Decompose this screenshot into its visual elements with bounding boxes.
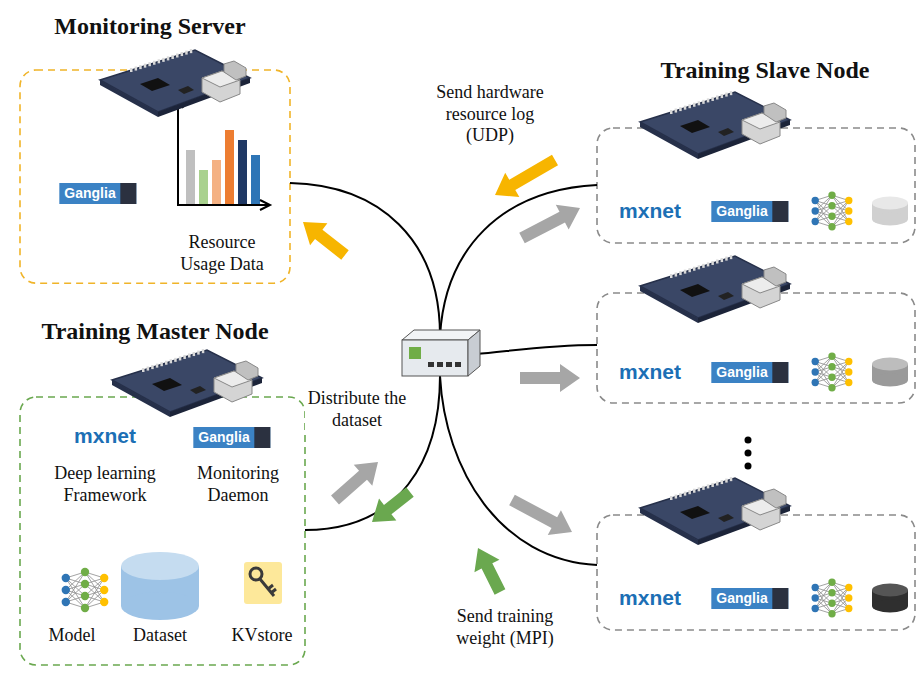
dashed-group-outline	[597, 515, 915, 630]
node-heading: Training Slave Node	[661, 56, 870, 85]
key-icon	[244, 562, 282, 604]
ganglia-logo-text: Ganglia	[711, 588, 788, 609]
network-cable	[305, 376, 440, 530]
flow-arrow	[372, 487, 414, 522]
node-label: Model	[49, 625, 96, 647]
node-box: Monitoring ServerGangliaResource Usage D…	[20, 70, 290, 283]
flow-label: Distribute the dataset	[305, 388, 409, 431]
database-cylinder	[872, 584, 908, 613]
board-computer-icon	[100, 49, 250, 117]
node-label: KVstore	[232, 625, 293, 647]
node-box: Training Slave NodemxnetGanglia	[597, 128, 915, 243]
database-cylinder	[872, 358, 908, 387]
dashed-group-outline	[597, 128, 915, 243]
node-box: mxnet Ganglia	[597, 293, 915, 403]
network-cable	[440, 376, 597, 565]
mxnet-logo-text: mxnet	[74, 423, 136, 448]
network-switch	[402, 330, 480, 376]
ganglia-logo-text: Ganglia	[711, 362, 788, 383]
flow-arrow	[303, 222, 349, 260]
ellipsis-dot	[745, 450, 752, 457]
flow-arrow	[509, 495, 572, 535]
node-box: Training Master NodemxnetDeep learning F…	[20, 397, 305, 665]
ellipsis-dot	[745, 463, 752, 470]
network-cable	[440, 185, 597, 336]
flow-arrow	[331, 462, 378, 504]
neural-network-icon	[812, 192, 853, 231]
node-heading: Monitoring Server	[54, 12, 245, 41]
board-computer-icon	[640, 477, 790, 545]
mxnet-logo-text: mxnet	[619, 585, 681, 610]
ganglia-logo-text: Ganglia	[711, 201, 788, 222]
mxnet-logo-text: mxnet	[619, 198, 681, 223]
node-label: Deep learning Framework	[35, 463, 175, 506]
dashed-group-outline	[597, 293, 915, 403]
node-label: Dataset	[133, 625, 187, 647]
node-label: Monitoring Daemon	[183, 463, 293, 506]
ganglia-logo-text: Ganglia	[193, 427, 270, 448]
flow-arrow	[520, 364, 580, 392]
flow-label: Send training weight (MPI)	[443, 606, 567, 649]
neural-network-icon	[812, 353, 853, 392]
bar-chart-icon	[173, 98, 270, 210]
flow-arrow	[474, 548, 505, 595]
database-cylinder	[121, 552, 199, 620]
board-computer-icon	[112, 349, 262, 417]
node-label: Resource Usage Data	[167, 232, 277, 275]
board-computer-icon	[640, 255, 790, 323]
neural-network-icon	[812, 579, 853, 618]
network-cable	[476, 345, 597, 354]
flow-arrow	[519, 205, 580, 244]
mxnet-logo-text: mxnet	[619, 359, 681, 384]
flow-arrow	[495, 155, 558, 197]
flow-label: Send hardware resource log (UDP)	[423, 82, 557, 147]
ellipsis-dot	[745, 437, 752, 444]
neural-network-icon	[62, 568, 109, 612]
board-computer-icon	[640, 91, 790, 159]
node-heading: Training Master Node	[41, 317, 268, 346]
node-box: mxnet Ganglia	[597, 515, 915, 630]
network-cable	[290, 183, 440, 336]
database-cylinder	[872, 197, 908, 226]
dashed-group-outline	[20, 397, 305, 665]
ganglia-logo-text: Ganglia	[59, 183, 136, 204]
